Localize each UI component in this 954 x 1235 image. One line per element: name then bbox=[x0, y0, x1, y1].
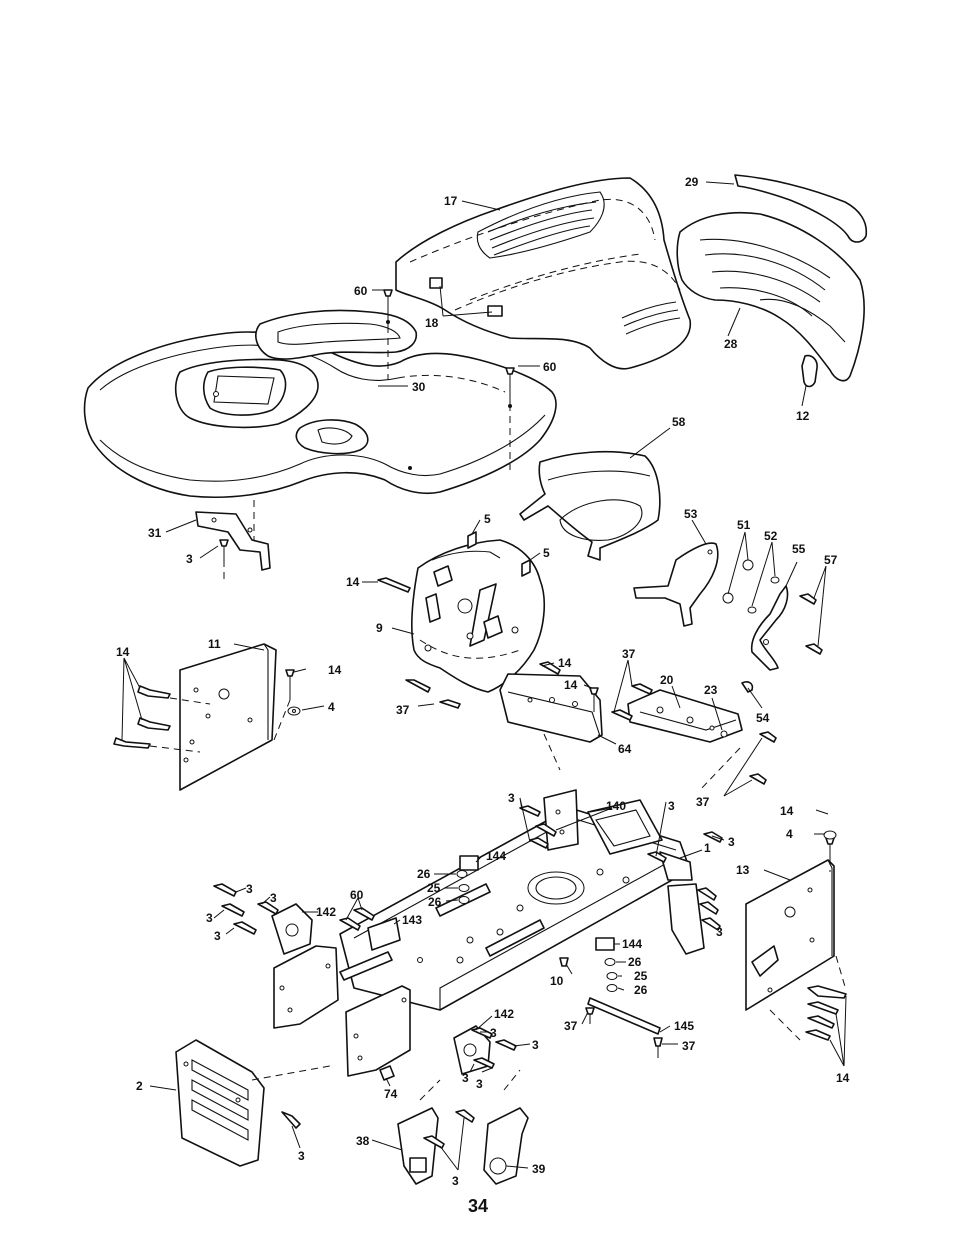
hood-pad-18b bbox=[488, 306, 502, 316]
callout-37: 37 bbox=[622, 647, 636, 661]
callout-14: 14 bbox=[780, 804, 794, 818]
grille-part-28 bbox=[677, 213, 864, 381]
callout-14: 14 bbox=[564, 678, 578, 692]
bracket-part-31 bbox=[196, 512, 270, 570]
side-plate-part-11 bbox=[180, 644, 276, 790]
callout-51: 51 bbox=[737, 518, 751, 532]
callout-3: 3 bbox=[716, 925, 723, 939]
callout-10: 10 bbox=[550, 974, 564, 988]
callout-14: 14 bbox=[836, 1071, 850, 1085]
latch-part-12 bbox=[802, 356, 817, 387]
callout-28: 28 bbox=[724, 337, 738, 351]
callout-14: 14 bbox=[346, 575, 360, 589]
callout-5: 5 bbox=[484, 512, 491, 526]
callout-39: 39 bbox=[532, 1162, 546, 1176]
callout-60: 60 bbox=[543, 360, 557, 374]
callout-26: 26 bbox=[428, 895, 442, 909]
callout-37: 37 bbox=[564, 1019, 578, 1033]
callout-23: 23 bbox=[704, 683, 718, 697]
callout-14: 14 bbox=[558, 656, 572, 670]
callout-3: 3 bbox=[214, 929, 221, 943]
callout-25: 25 bbox=[427, 881, 441, 895]
callout-26: 26 bbox=[628, 955, 642, 969]
callout-60: 60 bbox=[354, 284, 368, 298]
bracket-part-39 bbox=[484, 1108, 528, 1184]
callout-3: 3 bbox=[508, 791, 515, 805]
callout-37: 37 bbox=[696, 795, 710, 809]
callout-1: 1 bbox=[704, 841, 711, 855]
callout-18: 18 bbox=[425, 316, 439, 330]
callout-3: 3 bbox=[728, 835, 735, 849]
callout-37: 37 bbox=[396, 703, 410, 717]
callout-14: 14 bbox=[116, 645, 130, 659]
clip-part-144a bbox=[460, 856, 478, 870]
callout-26: 26 bbox=[634, 983, 648, 997]
bracket-part-38 bbox=[398, 1108, 438, 1184]
callout-14: 14 bbox=[328, 663, 342, 677]
callout-58: 58 bbox=[672, 415, 686, 429]
bracket-part-55 bbox=[752, 586, 788, 670]
callout-55: 55 bbox=[792, 542, 806, 556]
callout-144: 144 bbox=[486, 849, 506, 863]
callout-52: 52 bbox=[764, 529, 778, 543]
callout-17: 17 bbox=[444, 194, 458, 208]
callout-30: 30 bbox=[412, 380, 426, 394]
callout-3: 3 bbox=[462, 1071, 469, 1085]
callout-142: 142 bbox=[316, 905, 336, 919]
callout-2: 2 bbox=[136, 1079, 143, 1093]
callout-3: 3 bbox=[270, 891, 277, 905]
callout-143: 143 bbox=[402, 913, 422, 927]
callout-4: 4 bbox=[328, 700, 335, 714]
callout-38: 38 bbox=[356, 1134, 370, 1148]
callout-11: 11 bbox=[208, 637, 221, 651]
callout-60: 60 bbox=[350, 888, 364, 902]
callout-3: 3 bbox=[668, 799, 675, 813]
callout-3: 3 bbox=[532, 1038, 539, 1052]
page-number: 34 bbox=[468, 1196, 488, 1216]
plate-part-64 bbox=[500, 674, 602, 742]
callout-142: 142 bbox=[494, 1007, 514, 1021]
callout-29: 29 bbox=[685, 175, 699, 189]
callout-3: 3 bbox=[206, 911, 213, 925]
shield-part-58 bbox=[520, 452, 660, 560]
callout-26: 26 bbox=[417, 867, 431, 881]
callout-12: 12 bbox=[796, 409, 810, 423]
callout-5: 5 bbox=[543, 546, 550, 560]
callout-53: 53 bbox=[684, 507, 698, 521]
callout-31: 31 bbox=[148, 526, 162, 540]
callout-4: 4 bbox=[786, 827, 793, 841]
main-frame-part-1 bbox=[340, 790, 704, 1010]
fender-part-30 bbox=[85, 311, 556, 498]
callout-3: 3 bbox=[246, 882, 253, 896]
hood-part-17 bbox=[396, 178, 690, 369]
callout-140: 140 bbox=[606, 799, 626, 813]
rod-part-145 bbox=[588, 998, 660, 1034]
callout-25: 25 bbox=[634, 969, 648, 983]
callout-3: 3 bbox=[186, 552, 193, 566]
callout-3: 3 bbox=[476, 1077, 483, 1091]
callout-54: 54 bbox=[756, 711, 770, 725]
plate-part-2 bbox=[176, 1040, 264, 1166]
callout-145: 145 bbox=[674, 1019, 694, 1033]
callout-20: 20 bbox=[660, 673, 674, 687]
clip-part-144b bbox=[596, 938, 614, 950]
callout-3: 3 bbox=[298, 1149, 305, 1163]
callout-3: 3 bbox=[490, 1026, 497, 1040]
callout-3: 3 bbox=[452, 1174, 459, 1188]
callout-57: 57 bbox=[824, 553, 838, 567]
callout-144: 144 bbox=[622, 937, 642, 951]
callout-64: 64 bbox=[618, 742, 632, 756]
bracket-part-53 bbox=[634, 543, 718, 626]
callout-13: 13 bbox=[736, 863, 750, 877]
callout-9: 9 bbox=[376, 621, 383, 635]
dash-panel-part-9 bbox=[412, 532, 544, 692]
callout-74: 74 bbox=[384, 1087, 398, 1101]
callout-37: 37 bbox=[682, 1039, 696, 1053]
